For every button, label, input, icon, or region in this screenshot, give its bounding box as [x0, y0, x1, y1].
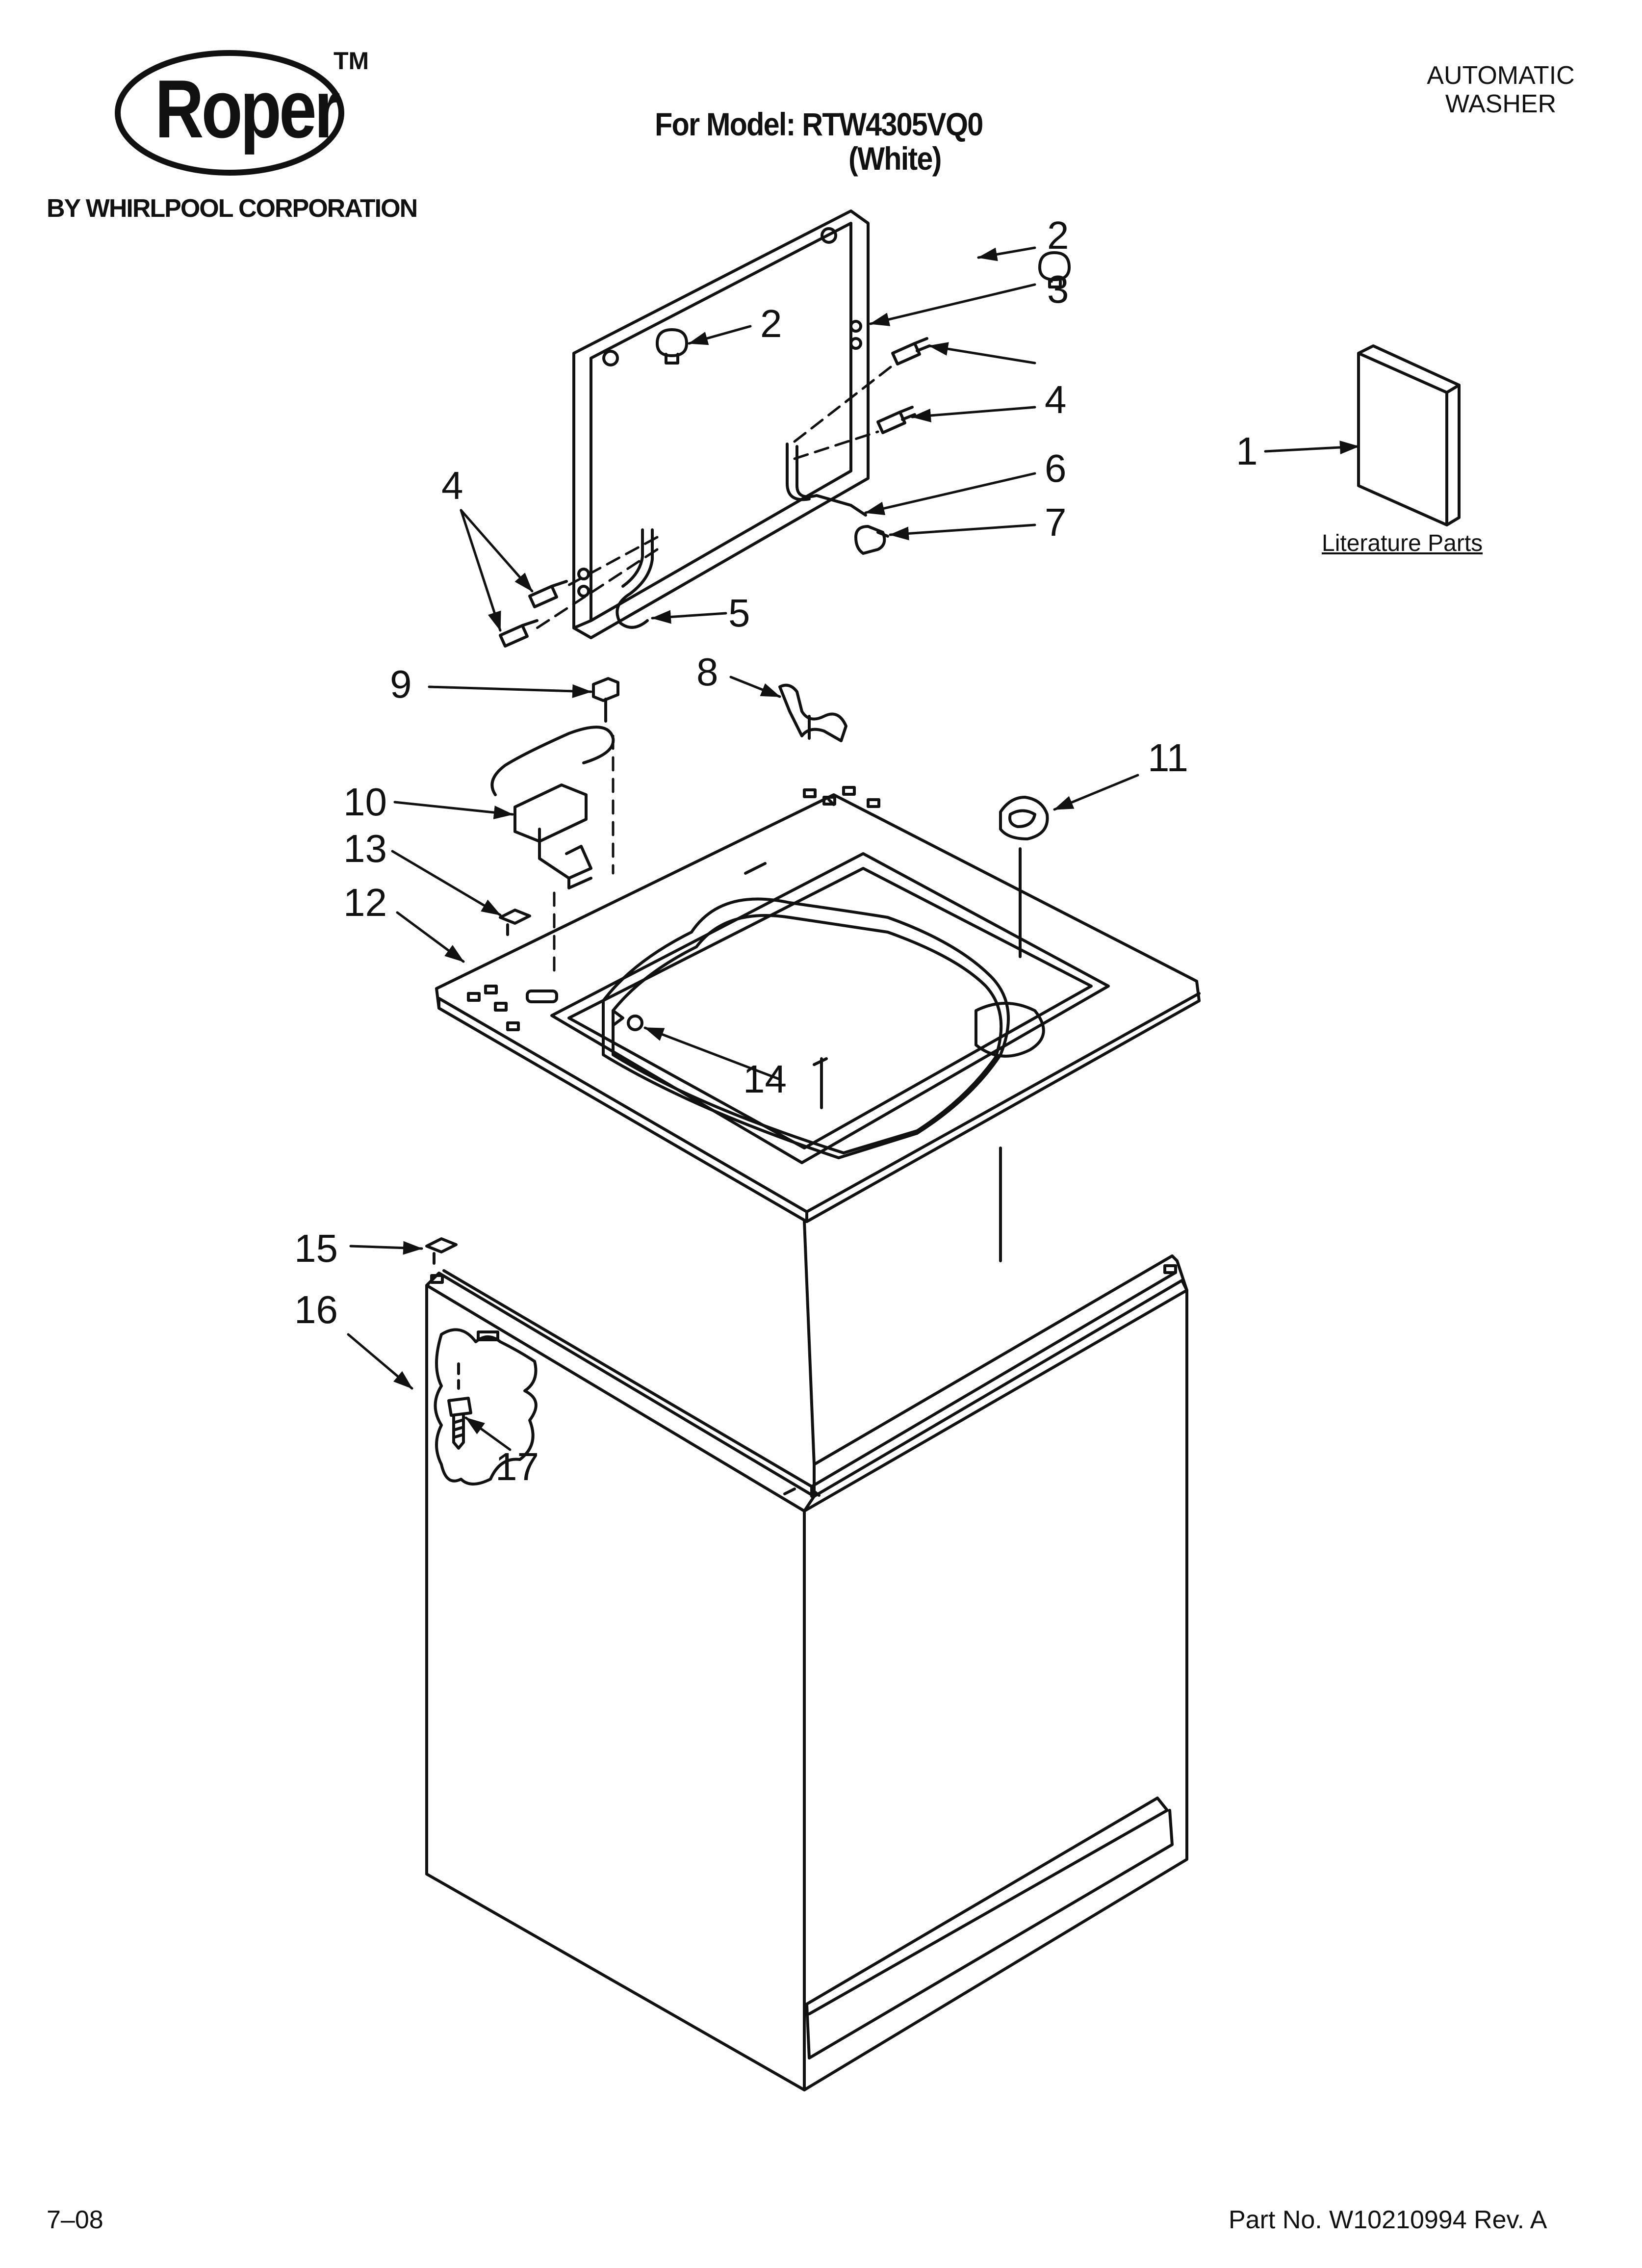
brand-byline: BY WHIRLPOOL CORPORATION — [47, 194, 418, 223]
trademark-mark: TM — [334, 47, 369, 75]
model-color: (White) — [848, 140, 942, 177]
screw-upper-2 — [876, 406, 916, 434]
callout-5: 5 — [728, 591, 750, 635]
callout-4-left: 4 — [441, 464, 463, 507]
callout-2-left: 2 — [760, 302, 782, 345]
hinge-left — [616, 528, 654, 629]
callout-11: 11 — [1148, 736, 1189, 780]
model-title: For Model: RTW4305VQ0 — [655, 106, 983, 142]
callout-12: 12 — [343, 881, 387, 924]
callout-16: 16 — [294, 1288, 338, 1331]
screw-upper-1 — [891, 337, 931, 365]
leader-lines — [347, 246, 1360, 1451]
logo-oval — [115, 50, 344, 176]
callout-6: 6 — [1045, 446, 1067, 490]
cabinet-clip — [425, 1237, 458, 1265]
callout-8: 8 — [696, 650, 718, 694]
hinge-right — [786, 443, 867, 517]
switch-screw — [592, 677, 619, 723]
callout-7: 7 — [1045, 500, 1067, 544]
switch-dash-lines — [553, 734, 615, 978]
logo-wordmark: Roper — [155, 63, 340, 155]
doc-type: AUTOMATIC WASHER — [1408, 61, 1594, 118]
lid-switch — [490, 726, 615, 889]
callout-10: 10 — [343, 780, 387, 824]
doc-type-line-1: AUTOMATIC — [1427, 61, 1575, 90]
screw-lower-2 — [499, 619, 539, 648]
literature-parts-label: Literature Parts — [1322, 530, 1483, 556]
callout-1: 1 — [1236, 429, 1258, 473]
callout-14: 14 — [743, 1057, 787, 1101]
cabinet-cutaway — [434, 1328, 538, 1486]
lid-strike — [778, 683, 847, 742]
callout-3: 3 — [1047, 267, 1069, 311]
callout-13: 13 — [343, 827, 387, 870]
footer-part-number: Part No. W10210994 Rev. A — [1229, 2206, 1547, 2234]
callout-2-right: 2 — [1047, 213, 1069, 257]
literature-booklet — [1357, 344, 1461, 526]
brand-logo: Roper — [114, 49, 344, 177]
top-clip — [499, 909, 531, 936]
callout-9: 9 — [390, 662, 412, 706]
lid-bumper-right — [1038, 251, 1071, 288]
top-panel — [435, 786, 1201, 1223]
screw-lower-1 — [528, 580, 568, 608]
callout-17: 17 — [495, 1445, 539, 1488]
lid-panel — [572, 209, 870, 639]
lid-bumper-left — [656, 328, 688, 365]
doc-type-line-2: WASHER — [1445, 90, 1557, 118]
callout-15: 15 — [294, 1226, 338, 1270]
hinge-cap — [854, 525, 889, 555]
hinge-dash-lines — [536, 364, 894, 629]
footer-date: 7–08 — [47, 2206, 103, 2234]
callout-4-right: 4 — [1045, 378, 1067, 421]
cabinet — [425, 1147, 1188, 2091]
